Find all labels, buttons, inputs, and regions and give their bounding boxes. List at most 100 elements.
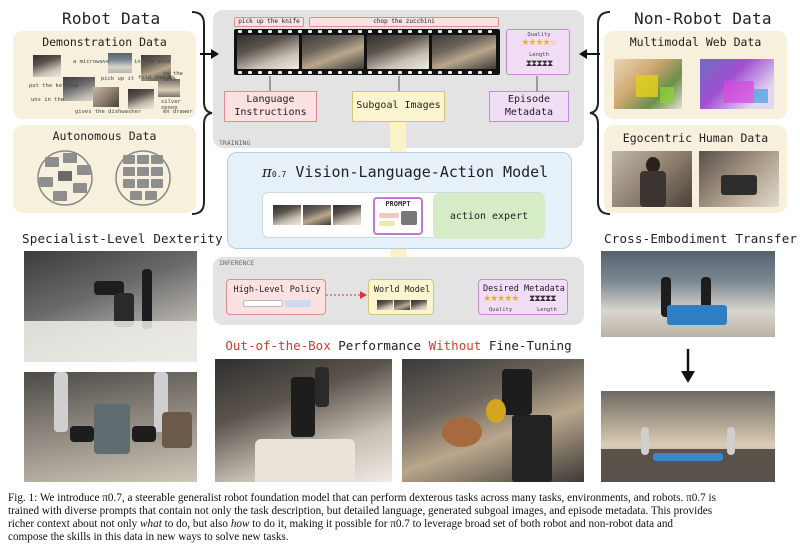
- out-of-box-photo-1: [215, 359, 392, 482]
- high-level-policy-box: High-Level Policy: [226, 279, 326, 315]
- caption-line-3d: how: [230, 518, 250, 530]
- caption-line-3c: to do, but also: [164, 518, 229, 530]
- world-frame: [411, 300, 427, 310]
- video-film-strip: [234, 29, 500, 75]
- demo-thumb: [158, 79, 180, 97]
- robot-data-heading: Robot Data: [62, 9, 161, 28]
- demo-thumb: [141, 55, 171, 81]
- inference-label: INFERENCE: [219, 259, 255, 267]
- prompt-label: PROMPT: [385, 200, 411, 208]
- desired-quality-label: Quality: [489, 307, 513, 313]
- policy-to-world-arrow: [326, 291, 367, 299]
- film-frame: [367, 35, 429, 69]
- caption-line-3a: richer context about not only: [8, 518, 138, 530]
- length-glyphs: ⧗⧗⧗⧗⧗: [525, 59, 554, 69]
- film-frame: [302, 35, 364, 69]
- down-arrow: [681, 349, 695, 383]
- desired-length-glyphs: ⧗⧗⧗⧗⧗: [529, 294, 557, 304]
- caption-line-3: richer context about not only what to do…: [8, 518, 792, 531]
- figure-caption: Fig. 1: We introduce π0.7, a steerable g…: [8, 492, 792, 544]
- demo-thumb: [93, 87, 119, 107]
- world-model-box: World Model: [368, 279, 434, 315]
- demo-snippet: pick up it: [101, 76, 135, 82]
- quality-label: Quality: [527, 32, 551, 38]
- autonomous-data-title: Autonomous Data: [52, 129, 157, 143]
- demo-snippet: uns in the: [31, 97, 65, 103]
- pi-symbol: π: [262, 163, 272, 181]
- egocentric-human-title: Egocentric Human Data: [622, 131, 769, 145]
- specialist-photo-1: [24, 251, 197, 362]
- caption-line-3e: to do it, making it possible for π0.7 to…: [252, 518, 674, 530]
- training-label: TRAINING: [219, 139, 251, 147]
- demonstration-data-panel: Demonstration Data a microwave in the si…: [13, 31, 196, 119]
- multimodal-web-title: Multimodal Web Data: [629, 35, 762, 49]
- demo-snippet: gives the dishwasher: [75, 109, 142, 115]
- caption-line-1: Fig. 1: We introduce π0.7, a steerable g…: [8, 492, 717, 504]
- training-to-model-arrow: [390, 122, 406, 152]
- caption-line-2: trained with diverse prompts that contai…: [8, 505, 713, 517]
- world-model-label: World Model: [373, 285, 431, 295]
- demo-snippet: fold the sh: [138, 75, 175, 81]
- autonomous-cycle-diagrams: [37, 150, 171, 206]
- vla-model-panel: π0.7 Vision-Language-Action Model PROMPT…: [227, 152, 572, 249]
- web-photo-1: [614, 59, 682, 109]
- film-frame: [237, 35, 299, 69]
- demo-thumb: [128, 89, 154, 109]
- desired-metadata-box: Desired Metadata ★★★★★ ⧗⧗⧗⧗⧗ Quality Len…: [478, 279, 568, 315]
- demo-snippet: a microwave: [73, 59, 110, 65]
- demo-thumb: [33, 55, 61, 77]
- quality-length-card: Quality ★★★★☆ Length ⧗⧗⧗⧗⧗: [506, 29, 570, 75]
- right-input-arrow: [579, 49, 600, 59]
- demo-snippet: put the ketchup: [29, 83, 79, 89]
- cross-embodiment-photo-1: [601, 251, 775, 337]
- egocentric-human-panel: Egocentric Human Data: [604, 125, 787, 213]
- model-input-strip: PROMPT action expert: [262, 192, 545, 239]
- demo-snippet: to the left: [163, 71, 183, 83]
- tagline-out-of-box: Out-of-the-Box: [225, 338, 331, 353]
- action-expert-box: action expert: [433, 193, 545, 239]
- web-photo-2: [700, 59, 774, 109]
- film-frame: [432, 35, 496, 69]
- demo-thumb: [108, 53, 132, 73]
- vla-model-title: π0.7 Vision-Language-Action Model: [262, 163, 548, 181]
- vla-title-text: Vision-Language-Action Model: [295, 163, 549, 181]
- language-instructions-box: Language Instructions: [224, 91, 317, 122]
- world-frame: [394, 300, 410, 310]
- specialist-photo-2: [24, 372, 197, 482]
- egocentric-photo-1: [612, 151, 692, 207]
- tagline-without: Without: [428, 338, 482, 353]
- right-bracket: [589, 11, 611, 215]
- desired-metadata-label: Desired Metadata: [483, 284, 565, 294]
- pi-subscript: 0.7: [271, 170, 287, 179]
- high-level-policy-label: High-Level Policy: [233, 285, 321, 295]
- subgoal-images-box: Subgoal Images: [352, 91, 445, 122]
- caption-line-3b: what: [140, 518, 162, 530]
- episode-metadata-box: Episode Metadata: [489, 91, 569, 122]
- demo-thumb: [63, 77, 95, 101]
- prompt-box: PROMPT: [373, 197, 423, 235]
- tagline-fine-tuning: Fine-Tuning: [488, 338, 572, 353]
- quality-stars: ★★★★☆: [521, 38, 557, 48]
- tagline: Out-of-the-Box Performance Without Fine-…: [213, 338, 584, 353]
- film-connectors: [269, 76, 538, 92]
- caption-line-4: compose the skills in this data in new w…: [8, 531, 289, 543]
- left-input-arrow: [200, 49, 219, 59]
- desired-length-label: Length: [537, 307, 557, 313]
- multimodal-web-panel: Multimodal Web Data: [604, 31, 787, 119]
- out-of-box-photo-2: [402, 359, 584, 482]
- model-image-token: [273, 205, 301, 225]
- demo-snippet: in the sink: [134, 59, 171, 65]
- tagline-performance: Performance: [338, 338, 422, 353]
- demo-snippet: silver spoon: [161, 99, 181, 111]
- left-bracket: [191, 11, 213, 215]
- demo-snippet: en drawer: [163, 109, 193, 115]
- world-frame: [377, 300, 393, 310]
- specialist-dexterity-label: Specialist-Level Dexterity: [22, 231, 223, 246]
- length-label: Length: [529, 52, 549, 58]
- cross-embodiment-label: Cross-Embodiment Transfer: [604, 231, 798, 246]
- task-tag-pickup: pick up the knife: [234, 17, 304, 27]
- desired-quality-stars: ★★★★★: [483, 294, 519, 304]
- non-robot-data-heading: Non-Robot Data: [634, 9, 772, 28]
- model-image-token: [303, 205, 331, 225]
- model-image-token: [333, 205, 361, 225]
